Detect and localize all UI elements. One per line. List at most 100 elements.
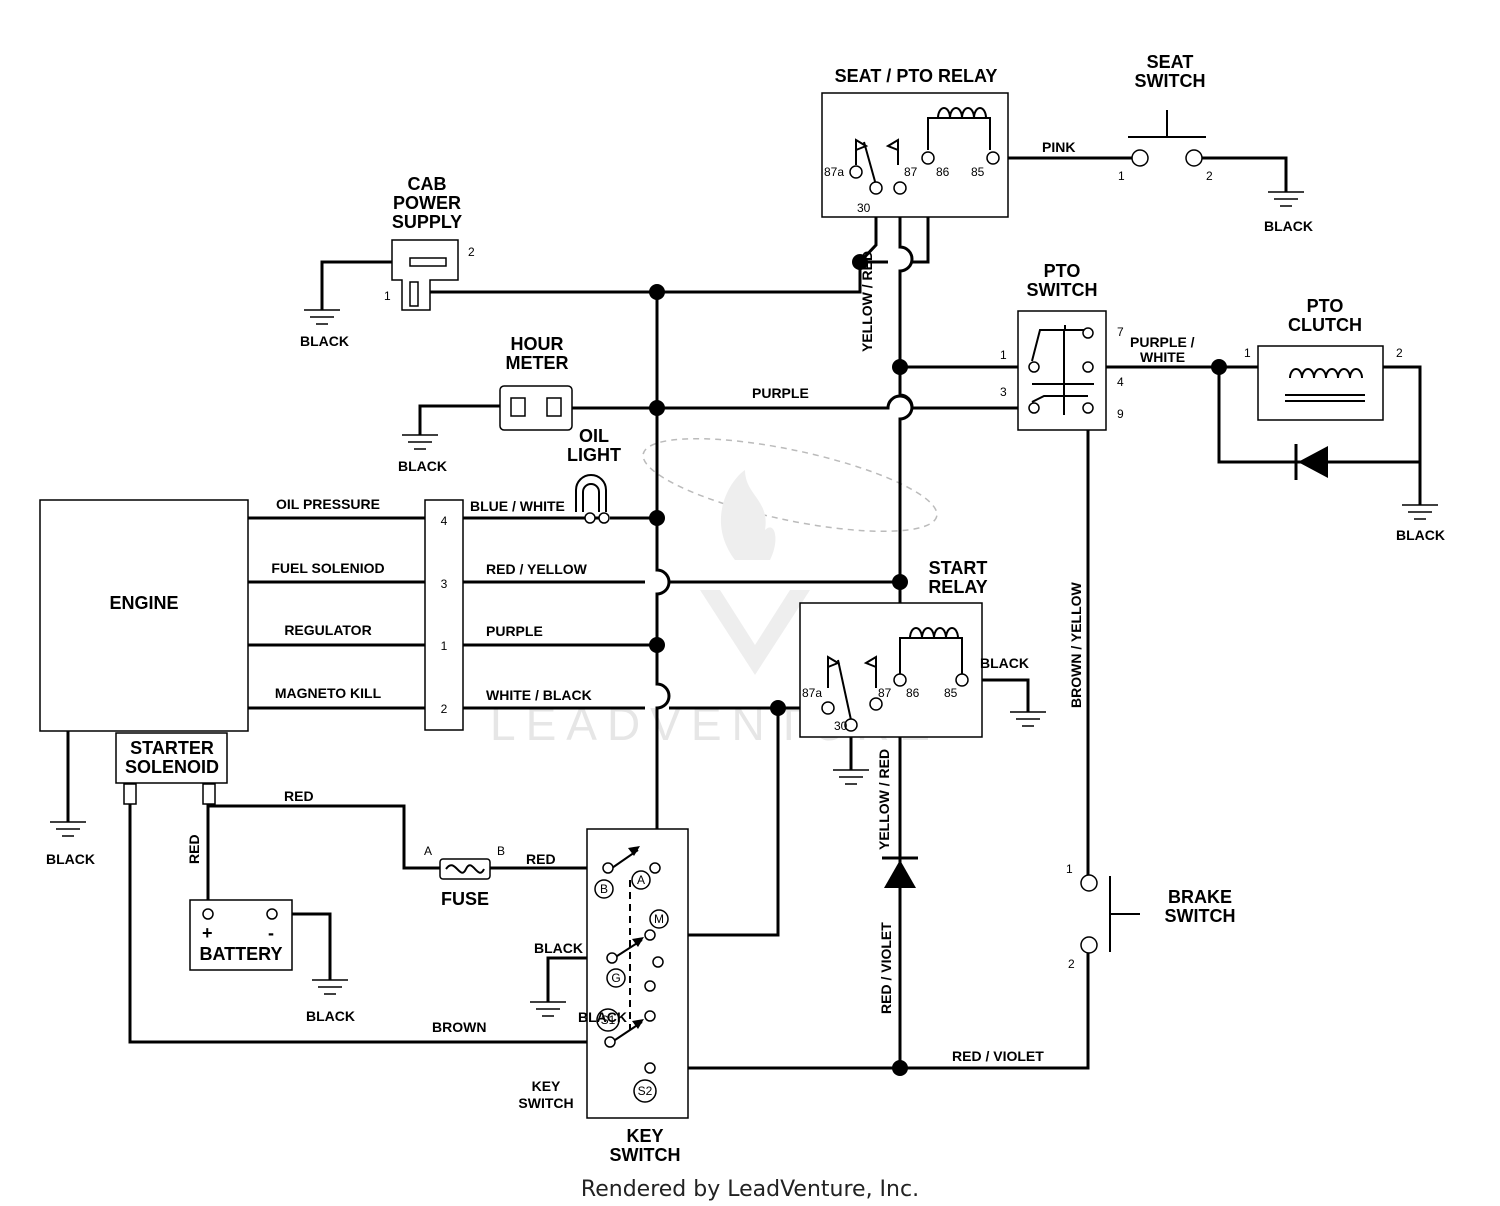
cab-pin-2: 2 bbox=[468, 245, 475, 259]
ground-label-cab: BLACK bbox=[300, 333, 349, 349]
battery-minus: - bbox=[268, 923, 274, 943]
ground-label-battery: BLACK bbox=[306, 1008, 355, 1024]
engine-lead-fuel-solenoid: FUEL SOLENIOD bbox=[271, 560, 384, 576]
seat-switch-title-line1: SEAT bbox=[1147, 52, 1194, 72]
key-switch-title-line1: KEY bbox=[626, 1126, 663, 1146]
oil-light-title-line1: OIL bbox=[579, 426, 609, 446]
pto-clutch-title-line1: PTO bbox=[1307, 296, 1344, 316]
ground-label-key-switch: BLACK bbox=[578, 1009, 627, 1025]
pto-switch-pin-9: 9 bbox=[1117, 407, 1124, 421]
brake-switch-title-line1: BRAKE bbox=[1168, 887, 1232, 907]
hour-meter-title-line2: METER bbox=[506, 353, 569, 373]
wire-label-yellow-red: YELLOW / RED bbox=[859, 251, 875, 352]
fuse: A B bbox=[424, 844, 505, 880]
key-switch-title-line2: SWITCH bbox=[610, 1145, 681, 1165]
wire-label-red-violet-2: RED / VIOLET bbox=[952, 1048, 1044, 1064]
seat-pto-relay-title: SEAT / PTO RELAY bbox=[835, 66, 998, 86]
pto-switch-pin-7: 7 bbox=[1117, 325, 1124, 339]
ground-icon bbox=[1402, 504, 1438, 520]
pto-diode bbox=[1294, 444, 1328, 480]
wire-label-purple: PURPLE bbox=[752, 385, 809, 401]
wire-label-purple-2: PURPLE bbox=[486, 623, 543, 639]
connector-pin: 4 bbox=[441, 514, 448, 528]
pto-switch-pin-3: 3 bbox=[1000, 385, 1007, 399]
wire-label-brown: BROWN bbox=[432, 1019, 486, 1035]
key-switch-inner-line1: KEY bbox=[532, 1078, 561, 1094]
cab-power-title-line1: CAB bbox=[408, 174, 447, 194]
brake-switch: 1 2 bbox=[1066, 862, 1140, 971]
fuse-pin-b: B bbox=[497, 844, 505, 858]
ground-icon bbox=[1268, 191, 1304, 207]
key-position-s2: S2 bbox=[638, 1084, 653, 1098]
wires bbox=[66, 156, 1422, 1070]
wire-label-red-violet: RED / VIOLET bbox=[878, 922, 894, 1014]
pto-clutch-pin-2: 2 bbox=[1396, 346, 1403, 360]
pto-clutch: 1 2 bbox=[1244, 345, 1403, 421]
key-position-m: M bbox=[654, 912, 664, 926]
starter-solenoid-title-line1: STARTER bbox=[130, 738, 214, 758]
key-switch: B A M G S1 S2 bbox=[586, 828, 689, 1119]
wire-label-purple-white-line1: PURPLE / bbox=[1130, 334, 1195, 350]
hour-meter bbox=[499, 385, 573, 431]
engine bbox=[39, 499, 249, 732]
wire-label-black: BLACK bbox=[534, 940, 583, 956]
ground-icon bbox=[312, 979, 348, 995]
start-relay-pin-85: 85 bbox=[944, 686, 958, 700]
relay-pin-30: 30 bbox=[857, 201, 871, 215]
ground-icon bbox=[402, 434, 438, 450]
starter-solenoid bbox=[115, 732, 228, 805]
ground-icon bbox=[833, 769, 869, 785]
oil-light-title-line2: LIGHT bbox=[567, 445, 621, 465]
key-position-a: A bbox=[637, 873, 645, 887]
seat-switch-title-line2: SWITCH bbox=[1135, 71, 1206, 91]
brake-switch-title-line2: SWITCH bbox=[1165, 906, 1236, 926]
pto-clutch-pin-1: 1 bbox=[1244, 346, 1251, 360]
start-relay-pin-30: 30 bbox=[834, 719, 848, 733]
start-relay: 87a 30 87 86 85 bbox=[799, 602, 983, 738]
fuse-pin-a: A bbox=[424, 844, 432, 858]
key-position-b: B bbox=[600, 882, 608, 896]
ground-label-seat-switch: BLACK bbox=[1264, 218, 1313, 234]
cab-power-supply: 2 1 bbox=[384, 239, 475, 311]
seat-switch: 1 2 bbox=[1118, 110, 1213, 183]
ground-symbols bbox=[50, 191, 1438, 1017]
key-position-s1: S1 bbox=[601, 1013, 616, 1027]
start-diode bbox=[882, 856, 918, 888]
ground-label-pto-clutch: BLACK bbox=[1396, 527, 1445, 543]
hour-meter-title-line1: HOUR bbox=[511, 334, 564, 354]
wire-label-white-black: WHITE / BLACK bbox=[486, 687, 592, 703]
connector-pin: 1 bbox=[441, 639, 448, 653]
ground-icon bbox=[530, 1001, 566, 1017]
starter-solenoid-title-line2: SOLENOID bbox=[125, 757, 219, 777]
brake-pin-1: 1 bbox=[1066, 862, 1073, 876]
relay-pin-86: 86 bbox=[936, 165, 950, 179]
junction-dots bbox=[649, 254, 1227, 1076]
wire-label-red-2: RED bbox=[186, 834, 202, 864]
start-relay-pin-87a: 87a bbox=[802, 686, 822, 700]
battery: + - bbox=[189, 899, 293, 971]
credit-text: Rendered by LeadVenture, Inc. bbox=[581, 1177, 919, 1202]
ground-icon bbox=[50, 821, 86, 837]
engine-lead-magneto-kill: MAGNETO KILL bbox=[275, 685, 382, 701]
wire-label-brown-yellow: BROWN / YELLOW bbox=[1068, 581, 1084, 708]
ground-icon bbox=[1010, 711, 1046, 727]
ground-label-hour-meter: BLACK bbox=[398, 458, 447, 474]
pto-switch-pin-4: 4 bbox=[1117, 375, 1124, 389]
ground-icon bbox=[304, 309, 340, 325]
pto-switch-title-line1: PTO bbox=[1044, 261, 1081, 281]
wire-label-red: RED bbox=[284, 788, 314, 804]
pto-switch-title-line2: SWITCH bbox=[1027, 280, 1098, 300]
oil-light bbox=[575, 474, 610, 524]
wire-label-red-yellow: RED / YELLOW bbox=[486, 561, 588, 577]
relay-pin-85: 85 bbox=[971, 165, 985, 179]
connector-pin: 2 bbox=[441, 702, 448, 716]
engine-lead-oil-pressure: OIL PRESSURE bbox=[276, 496, 380, 512]
wire-label-blue-white: BLUE / WHITE bbox=[470, 498, 565, 514]
pto-clutch-title-line2: CLUTCH bbox=[1288, 315, 1362, 335]
relay-pin-87: 87 bbox=[904, 165, 918, 179]
battery-plus: + bbox=[202, 923, 213, 943]
wire-label-purple-white-line2: WHITE bbox=[1140, 349, 1185, 365]
brake-pin-2: 2 bbox=[1068, 957, 1075, 971]
pto-switch: 1 3 7 4 9 bbox=[1000, 310, 1124, 431]
start-relay-pin-87: 87 bbox=[878, 686, 892, 700]
